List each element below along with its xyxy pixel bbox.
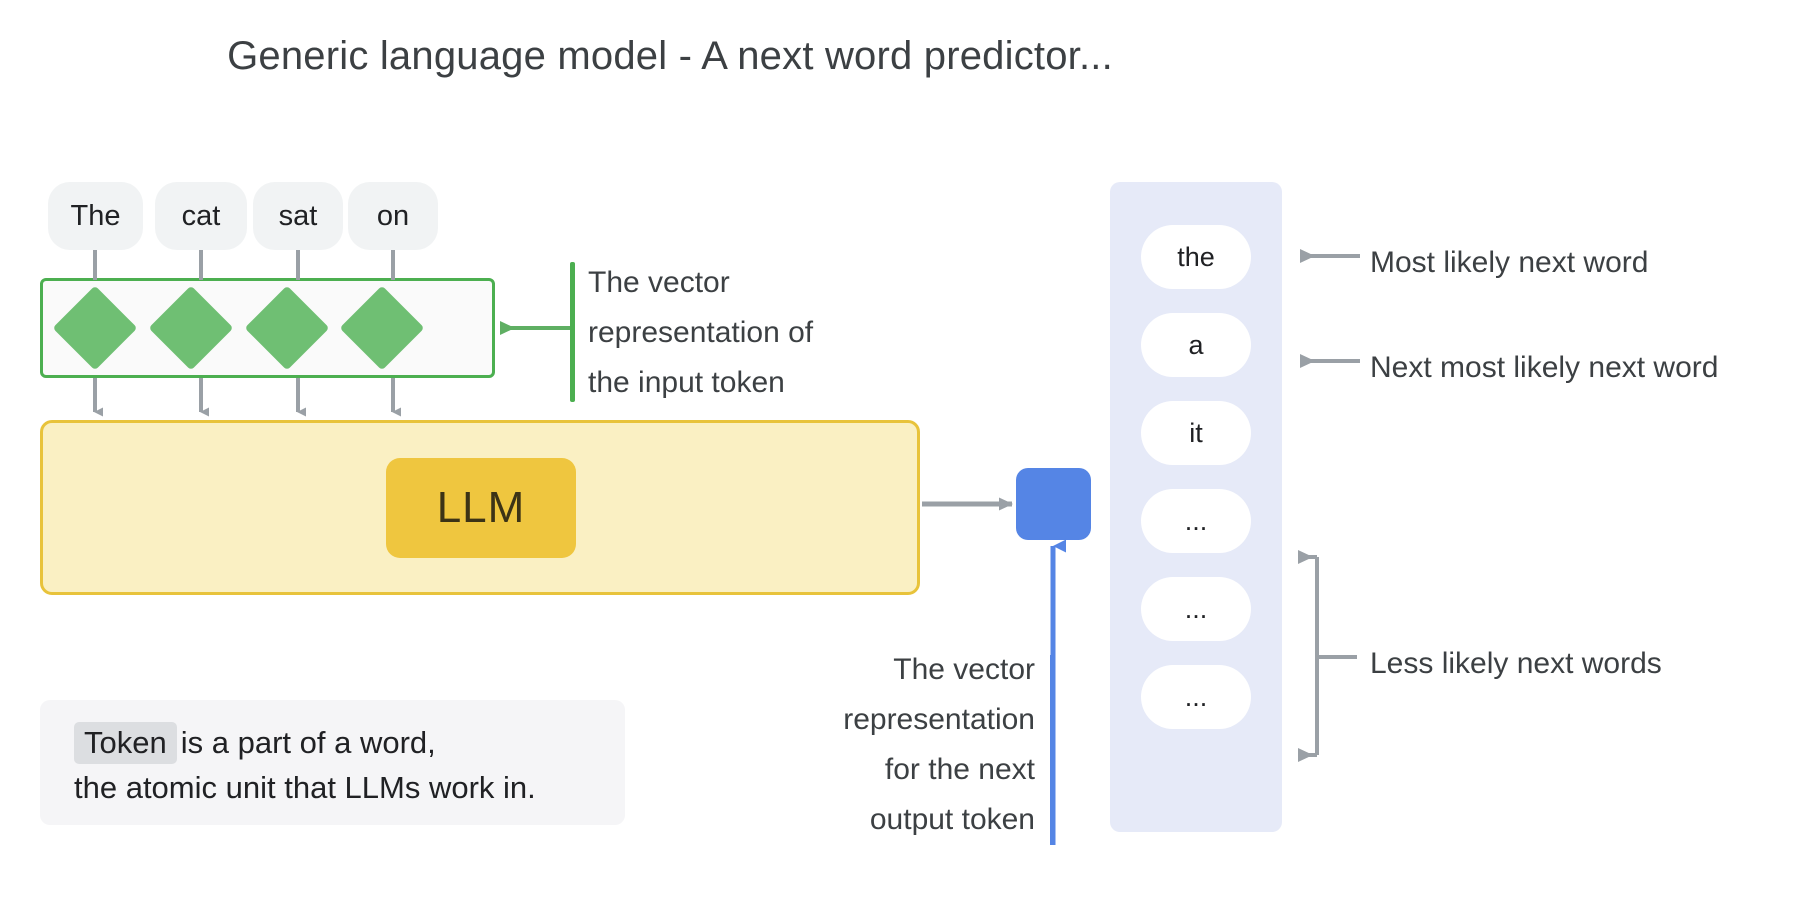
embedding-annotation-line-2: representation of: [588, 316, 814, 349]
output-annotation-line-1: The vector: [893, 653, 1035, 686]
candidate-pill-it[interactable]: it: [1141, 401, 1251, 465]
less-likely-label: Less likely next words: [1370, 647, 1662, 680]
candidate-pill-the[interactable]: the: [1141, 225, 1251, 289]
candidate-pill-ellipsis-2[interactable]: ...: [1141, 577, 1251, 641]
token-chip: Token: [74, 722, 177, 764]
candidate-pill-ellipsis-1[interactable]: ...: [1141, 489, 1251, 553]
embedding-annotation-text: The vector representation of the input t…: [588, 258, 908, 408]
candidate-label: ...: [1184, 681, 1208, 712]
next-most-likely-label: Next most likely next word: [1370, 351, 1719, 384]
less-likely-bracket: [1298, 550, 1357, 762]
input-token-label: on: [376, 199, 410, 232]
input-token-label: sat: [278, 199, 318, 232]
input-token-pill-on[interactable]: on: [348, 182, 438, 250]
candidate-pill-a[interactable]: a: [1141, 313, 1251, 377]
candidate-label: ...: [1184, 505, 1208, 536]
candidate-label: ...: [1184, 593, 1208, 624]
output-vector-square[interactable]: [1016, 468, 1091, 540]
output-annotation-line-2: representation: [843, 703, 1035, 736]
llm-box[interactable]: LLM: [386, 458, 576, 558]
page-title: Generic language model - A next word pre…: [227, 34, 1113, 78]
candidate-pill-ellipsis-3[interactable]: ...: [1141, 665, 1251, 729]
input-token-pill-the[interactable]: The: [48, 182, 143, 250]
output-annotation-text: The vector representation for the next o…: [790, 645, 1035, 845]
output-annotation-bar: [1050, 655, 1055, 845]
llm-label: LLM: [436, 483, 526, 532]
output-annotation-line-3: for the next: [884, 753, 1035, 786]
candidate-label: a: [1188, 329, 1204, 360]
most-likely-label: Most likely next word: [1370, 246, 1649, 279]
embedding-annotation-line-1: The vector: [588, 266, 730, 299]
embedding-annotation-bar: [570, 262, 575, 402]
input-token-pill-sat[interactable]: sat: [253, 182, 343, 250]
token-to-embedding-stems: [93, 250, 395, 280]
input-token-label: The: [70, 199, 121, 232]
input-token-label: cat: [181, 199, 221, 232]
input-token-pill-cat[interactable]: cat: [155, 182, 247, 250]
token-definition-line-2: the atomic unit that LLMs work in.: [74, 770, 536, 805]
token-definition-rest: is a part of a word,: [180, 725, 436, 760]
candidate-label: the: [1177, 241, 1215, 272]
embedding-to-llm-arrows: [93, 378, 401, 417]
output-annotation-line-4: output token: [869, 803, 1035, 836]
embedding-annotation-line-3: the input token: [588, 366, 785, 399]
candidate-label: it: [1189, 417, 1203, 448]
